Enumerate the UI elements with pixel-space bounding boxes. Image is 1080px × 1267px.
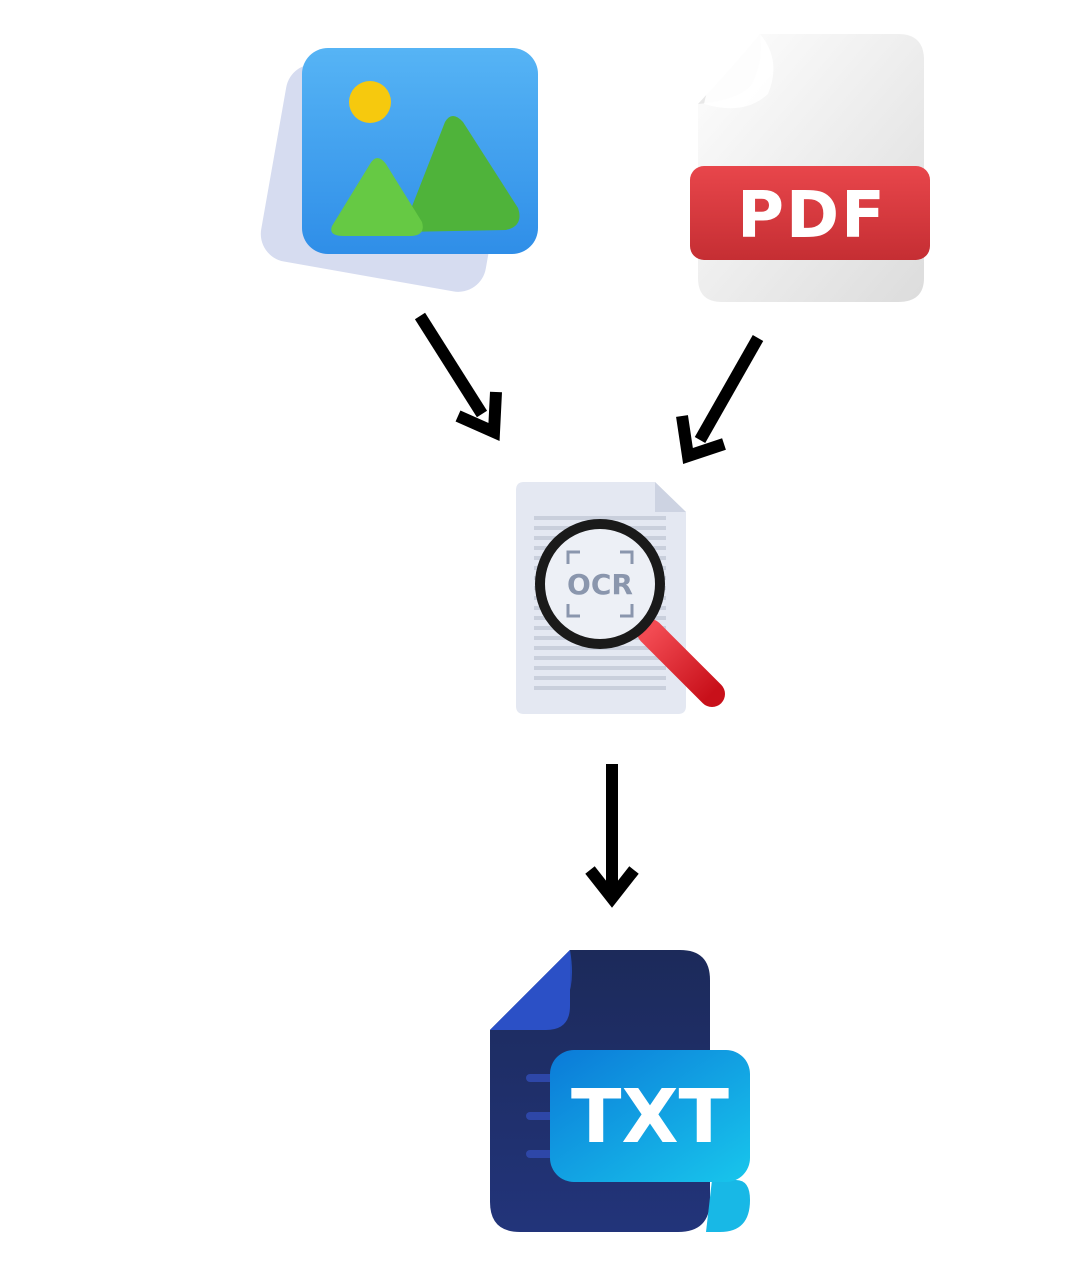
arrow-pdf-to-ocr — [676, 335, 764, 464]
pdf-label: PDF — [737, 179, 887, 253]
arrow-ocr-to-txt — [585, 764, 639, 908]
txt-label: TXT — [571, 1074, 730, 1160]
scan-bracket-icons — [566, 550, 634, 618]
txt-binding-lines — [526, 1074, 556, 1158]
pdf-file-icon: PDF — [690, 34, 930, 302]
ocr-scan-icon: OCR — [516, 482, 725, 714]
ocr-label: OCR — [567, 568, 633, 601]
txt-file-icon: TXT — [490, 950, 750, 1232]
image-icon — [260, 48, 538, 292]
arrow-image-to-ocr — [414, 312, 502, 442]
magnifier-icon: OCR — [535, 519, 725, 707]
